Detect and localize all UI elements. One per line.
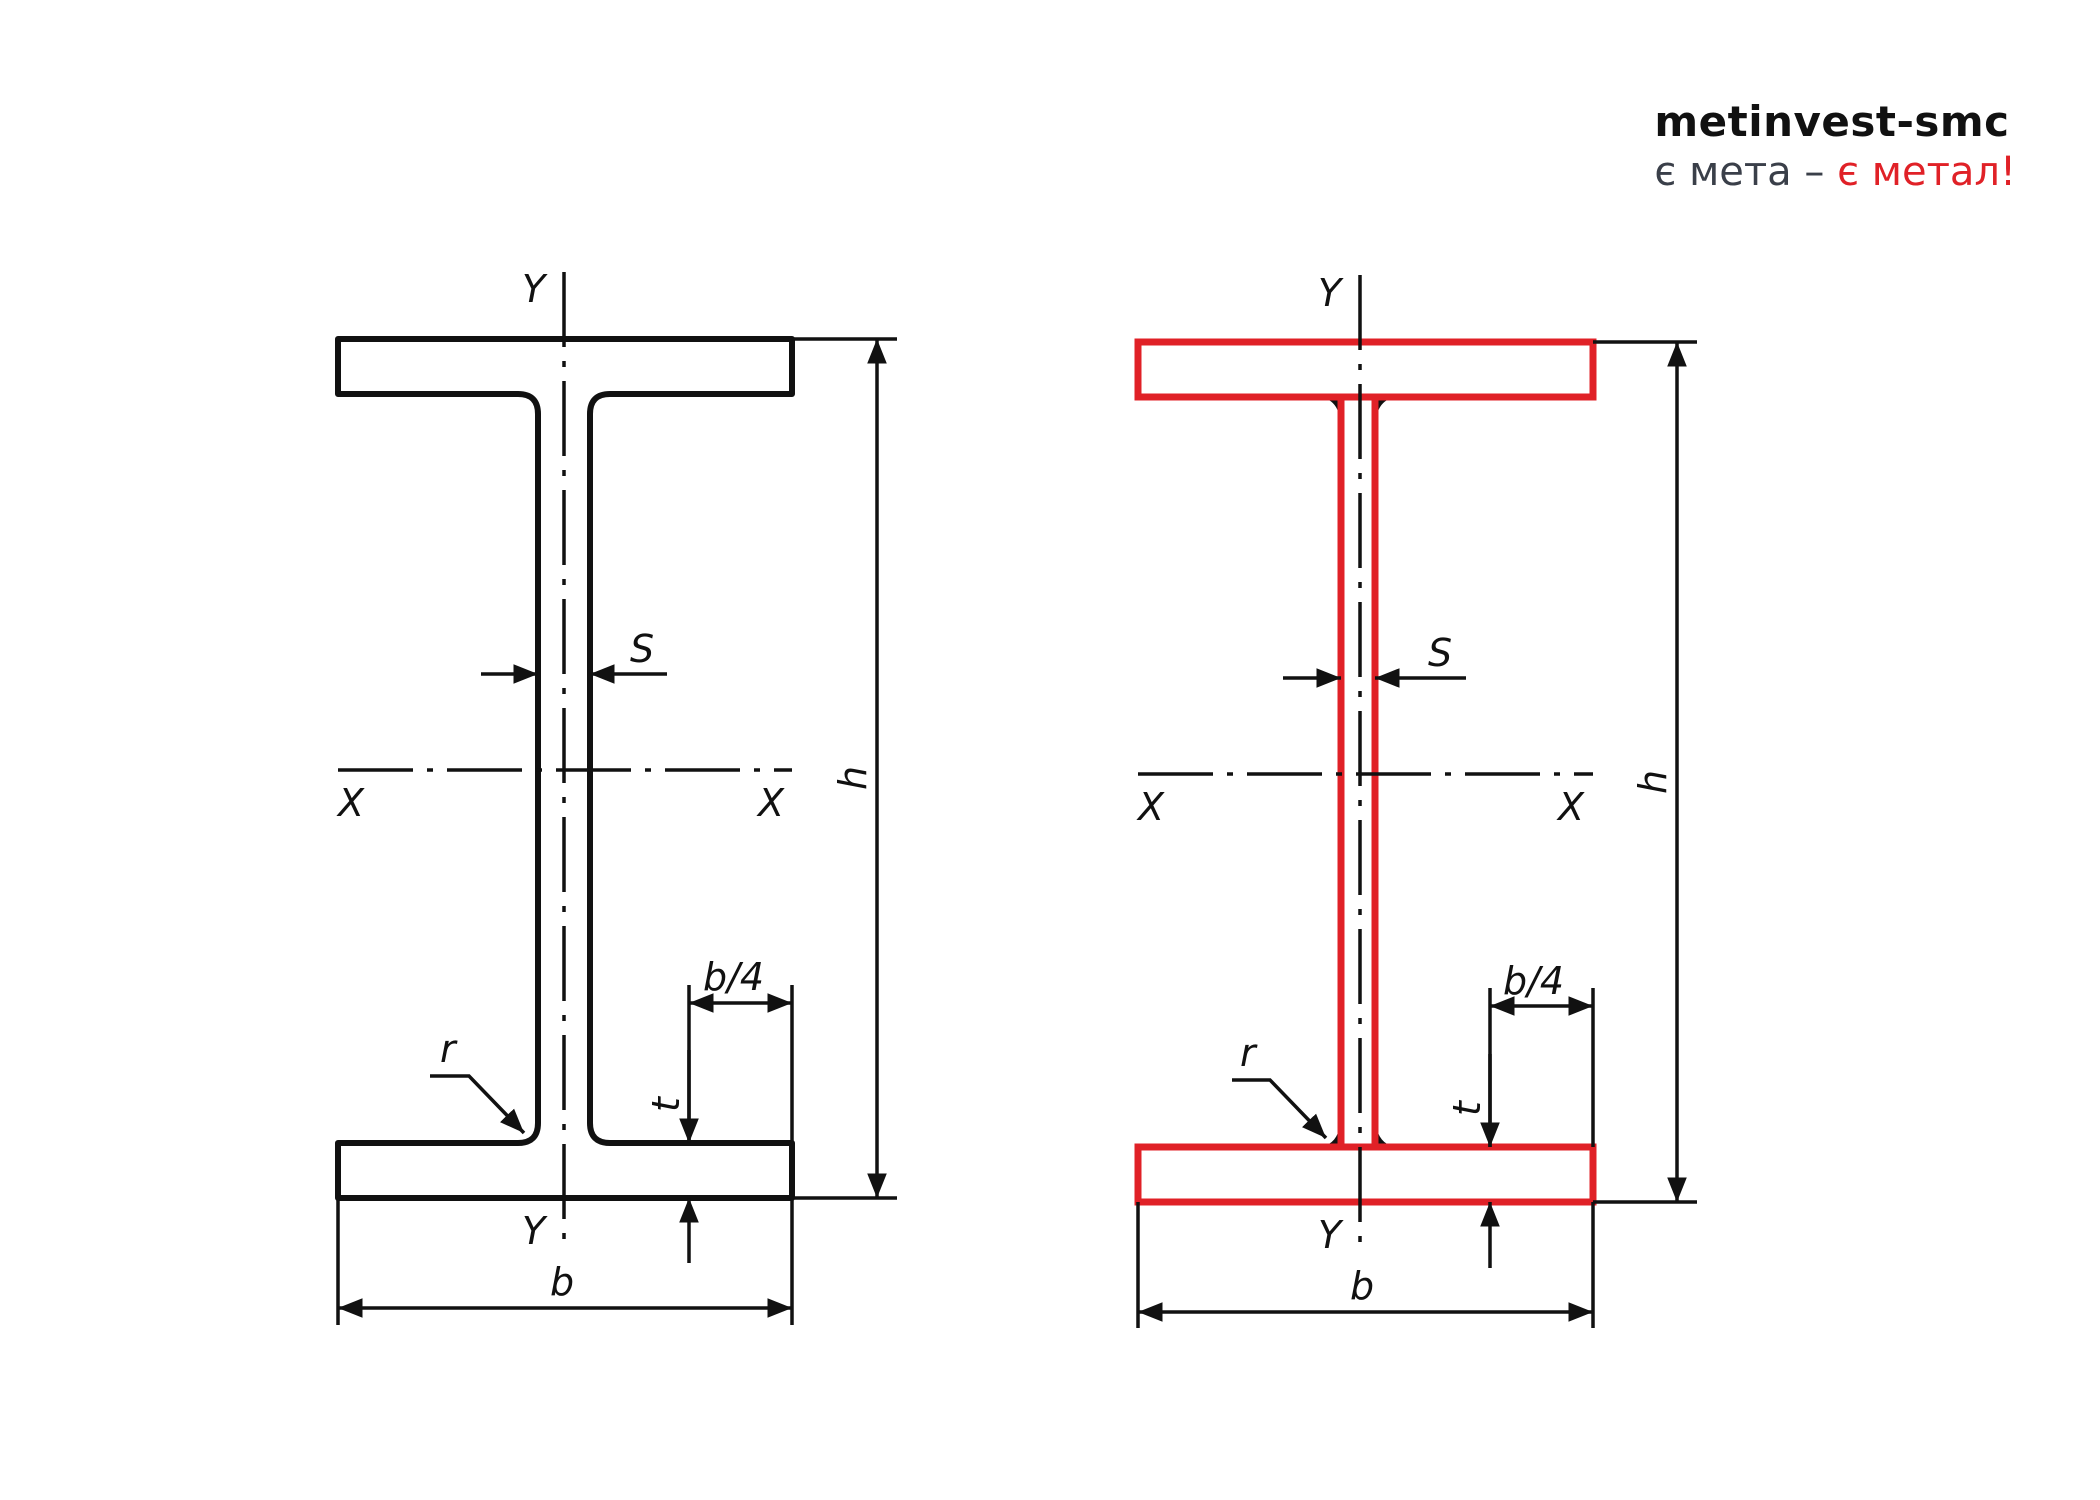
right-label-r: r — [1240, 1031, 1258, 1075]
right-fillet-bottom-right — [1375, 1114, 1396, 1147]
right-bottom-flange — [1134, 1143, 1597, 1206]
left-label-r: r — [440, 1027, 458, 1071]
left-label-x-left: X — [336, 781, 365, 825]
right-label-t: t — [1445, 1099, 1489, 1116]
left-label-x-right: X — [756, 781, 785, 825]
right-label-y-bottom: Y — [1318, 1213, 1344, 1257]
left-label-b4: b/4 — [703, 955, 764, 999]
left-r-leader — [430, 1074, 526, 1135]
left-label-b: b — [550, 1260, 574, 1304]
right-label-y-top: Y — [1318, 271, 1344, 315]
right-web — [1337, 393, 1379, 1151]
right-label-h: h — [1631, 770, 1675, 794]
tagline-part-2: є метал! — [1837, 149, 2016, 195]
brand-tagline: є мета – є метал! — [1654, 148, 2016, 196]
left-figure: Y Y X X S h b b/4 r t — [335, 267, 897, 1325]
right-label-x-left: X — [1136, 785, 1165, 829]
right-label-s: S — [1428, 631, 1452, 675]
right-fillet-top-left — [1320, 397, 1341, 430]
brand-logo: metinvest-smc є мета – є метал! — [1654, 96, 2016, 196]
left-label-t: t — [644, 1095, 688, 1112]
right-top-flange — [1134, 338, 1597, 401]
left-label-s: S — [630, 627, 654, 671]
left-label-y-bottom: Y — [522, 1209, 548, 1253]
right-fillet-top-right — [1375, 397, 1396, 430]
tagline-part-1: є мета – — [1654, 149, 1825, 195]
right-fillet-bottom-left — [1320, 1114, 1341, 1147]
right-r-leader — [1232, 1078, 1328, 1140]
right-label-x-right: X — [1556, 785, 1585, 829]
right-label-b: b — [1350, 1264, 1374, 1308]
right-label-b4: b/4 — [1503, 959, 1564, 1003]
left-label-y-top: Y — [522, 267, 548, 311]
right-figure: Y Y X X S h b b/4 r t — [1134, 271, 1697, 1328]
brand-name: metinvest-smc — [1654, 97, 2010, 146]
left-label-h: h — [831, 766, 875, 790]
